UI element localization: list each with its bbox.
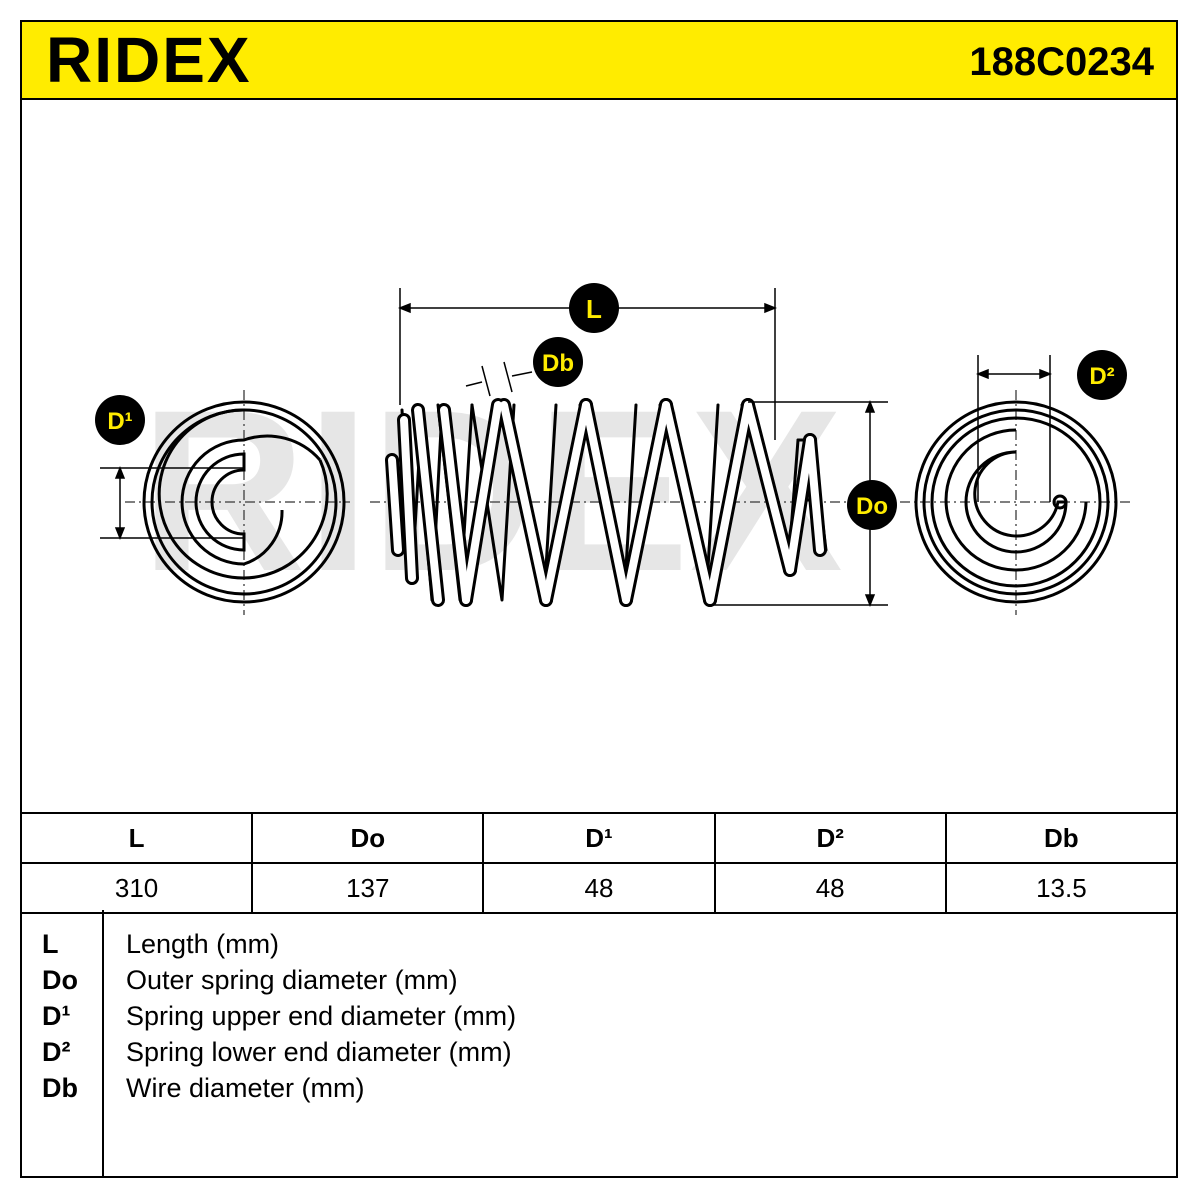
badge-do: Do bbox=[847, 480, 897, 530]
legend-code: Do bbox=[42, 965, 78, 995]
legend-item: Db Wire diameter (mm) bbox=[22, 1070, 1172, 1106]
value-do: 137 bbox=[251, 862, 485, 914]
spring-drawing: RIDEX bbox=[20, 100, 1178, 812]
legend-code: Db bbox=[42, 1073, 78, 1103]
table-header-row: L Do D¹ D² Db bbox=[19, 812, 1179, 864]
dimensions-table: L Do D¹ D² Db 310 137 48 48 13.5 bbox=[19, 812, 1179, 914]
legend: L Length (mm) Do Outer spring diameter (… bbox=[20, 910, 1178, 1178]
db-dimension bbox=[465, 361, 533, 397]
svg-text:D¹: D¹ bbox=[107, 408, 132, 435]
value-db: 13.5 bbox=[944, 862, 1179, 914]
legend-text: Length (mm) bbox=[126, 929, 280, 959]
value-d2: 48 bbox=[713, 862, 947, 914]
header-db: Db bbox=[944, 812, 1179, 864]
legend-text: Wire diameter (mm) bbox=[126, 1073, 365, 1103]
part-number: 188C0234 bbox=[969, 40, 1154, 84]
badge-l: L bbox=[569, 283, 619, 333]
lower-end-view bbox=[914, 400, 1118, 604]
badge-db: Db bbox=[533, 337, 583, 387]
value-l: 310 bbox=[19, 862, 254, 914]
svg-text:Do: Do bbox=[856, 493, 888, 520]
badge-d1: D¹ bbox=[95, 395, 145, 445]
legend-text: Spring lower end diameter (mm) bbox=[126, 1037, 512, 1067]
header-do: Do bbox=[251, 812, 485, 864]
d2-dimension bbox=[975, 355, 1053, 502]
spring-side-view bbox=[385, 398, 828, 607]
value-d1: 48 bbox=[482, 862, 716, 914]
legend-divider bbox=[102, 910, 104, 1176]
table-row: 310 137 48 48 13.5 bbox=[19, 862, 1179, 914]
header-l: L bbox=[19, 812, 254, 864]
upper-end-view bbox=[142, 400, 346, 604]
do-dimension bbox=[710, 399, 888, 608]
legend-code: D¹ bbox=[42, 1001, 71, 1031]
legend-code: L bbox=[42, 929, 59, 959]
header-d1: D¹ bbox=[482, 812, 716, 864]
svg-text:Db: Db bbox=[542, 350, 574, 377]
legend-item: L Length (mm) bbox=[22, 926, 1172, 962]
badge-d2: D² bbox=[1077, 350, 1127, 400]
legend-text: Outer spring diameter (mm) bbox=[126, 965, 458, 995]
svg-text:D²: D² bbox=[1089, 363, 1114, 390]
d1-dimension bbox=[100, 465, 244, 541]
legend-item: Do Outer spring diameter (mm) bbox=[22, 962, 1172, 998]
legend-code: D² bbox=[42, 1037, 71, 1067]
brand-logo: RIDEX bbox=[46, 24, 252, 96]
header-bar: RIDEX 188C0234 bbox=[20, 20, 1178, 100]
legend-item: D² Spring lower end diameter (mm) bbox=[22, 1034, 1172, 1070]
legend-item: D¹ Spring upper end diameter (mm) bbox=[22, 998, 1172, 1034]
header-d2: D² bbox=[713, 812, 947, 864]
svg-text:L: L bbox=[586, 294, 602, 324]
legend-text: Spring upper end diameter (mm) bbox=[126, 1001, 517, 1031]
